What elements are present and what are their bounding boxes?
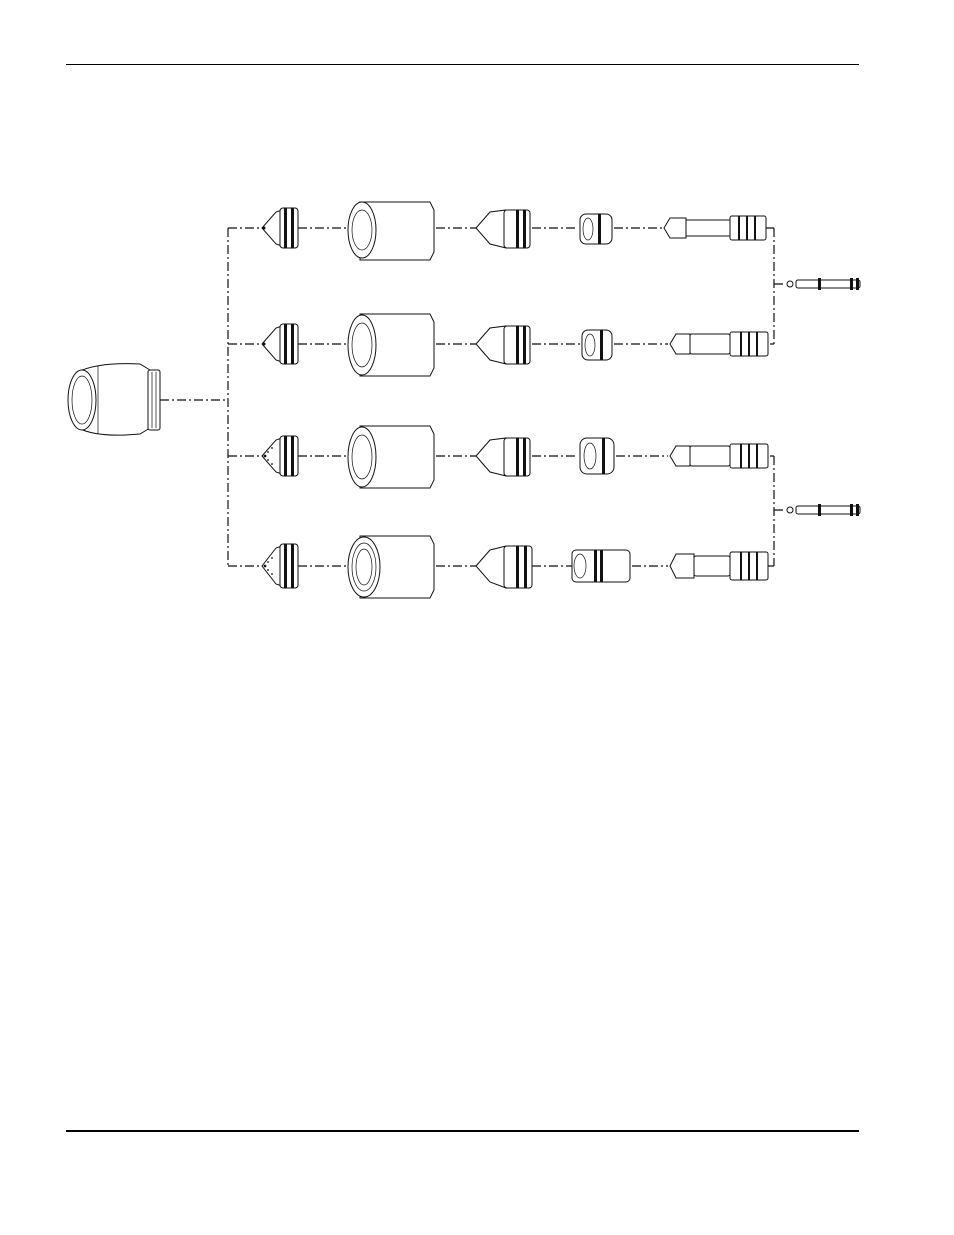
swirl-ring-part xyxy=(581,329,613,361)
header-rule xyxy=(66,64,859,65)
retaining-cap-part xyxy=(347,425,435,489)
shield-part xyxy=(261,435,299,477)
nozzle-part xyxy=(475,209,531,249)
row-2-parts xyxy=(261,313,769,377)
retaining-cap-part xyxy=(347,201,435,261)
row-4-parts xyxy=(261,535,769,599)
shield-part xyxy=(261,323,299,365)
swirl-ring-part xyxy=(579,213,613,245)
electrode-part xyxy=(669,331,769,357)
row-1-parts xyxy=(261,201,767,261)
electrode-part xyxy=(669,443,769,469)
swirl-ring-part xyxy=(571,549,631,583)
water-tube-upper-part xyxy=(786,278,861,290)
footer-rule xyxy=(66,1130,859,1132)
electrode-part xyxy=(669,551,769,581)
shield-cap-part xyxy=(67,363,161,436)
connector-right-upper xyxy=(773,228,786,344)
swirl-ring-part xyxy=(579,437,615,475)
shield-part xyxy=(261,543,299,589)
connector-lines xyxy=(160,227,786,567)
nozzle-part xyxy=(475,325,531,365)
row-3-parts xyxy=(261,425,769,489)
nozzle-part xyxy=(475,545,533,589)
retaining-cap-part xyxy=(347,313,435,377)
shield-part xyxy=(261,207,299,249)
electrode-part xyxy=(663,215,767,241)
water-tube-lower-part xyxy=(786,504,861,516)
retaining-cap-part xyxy=(347,535,435,599)
connector-right-lower xyxy=(773,456,786,566)
nozzle-part xyxy=(475,437,531,477)
